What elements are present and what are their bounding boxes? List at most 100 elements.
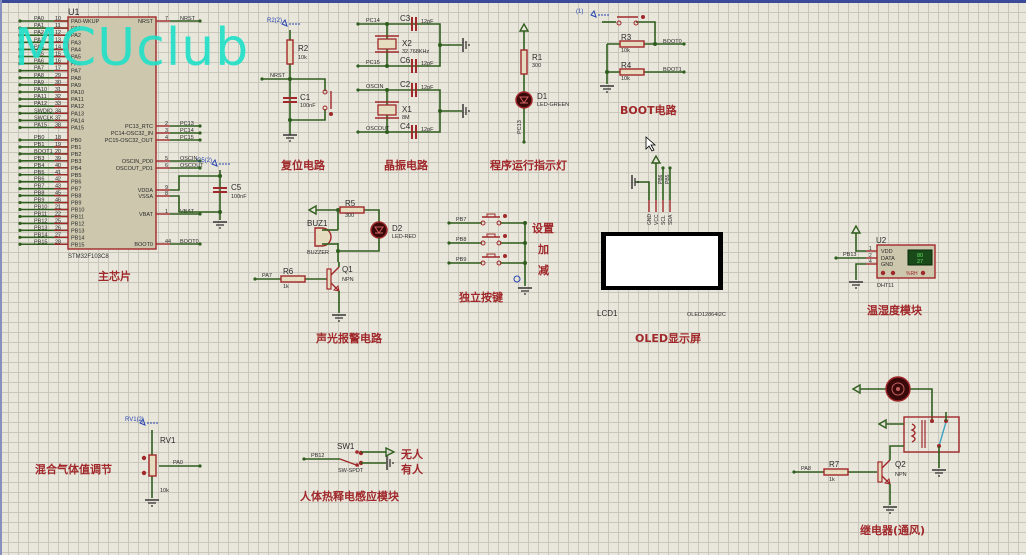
d1-led[interactable] <box>515 91 533 109</box>
crystal-x1[interactable] <box>375 101 399 119</box>
sw1-contact <box>355 450 359 454</box>
reset-title: 复位电路 <box>281 159 325 172</box>
q2-transistor[interactable] <box>877 459 891 485</box>
reset-button[interactable] <box>322 89 333 116</box>
d2-return-wire[interactable] <box>338 238 380 252</box>
mcu-pin-name: OSCOUT_PD1 <box>116 166 153 172</box>
r3-resistor[interactable] <box>619 40 645 48</box>
junction-dot <box>218 210 222 214</box>
junction-dot <box>336 208 340 212</box>
cap-c6[interactable] <box>411 59 417 73</box>
r1-resistor[interactable] <box>520 49 528 75</box>
mcu-net-label: SWCLK <box>34 115 54 121</box>
oled-pin-label: GND <box>647 214 653 226</box>
c5-capacitor[interactable] <box>213 187 227 193</box>
vssa-wire[interactable] <box>170 195 220 213</box>
r5-resistor[interactable] <box>339 206 365 214</box>
r2-resistor[interactable] <box>286 39 294 65</box>
mcu-pin-number: 39 <box>55 156 61 162</box>
junction-dot <box>385 88 389 92</box>
pir-option-none: 无人 <box>401 448 423 461</box>
key-button-pb7[interactable] <box>480 213 507 226</box>
cap-c3[interactable] <box>411 17 417 31</box>
pin-terminal <box>198 124 202 128</box>
mouse-cursor-icon <box>645 136 657 152</box>
dht-temperature-readout: 27 <box>917 259 923 265</box>
r4-resistor[interactable] <box>619 68 645 76</box>
q1-ref: Q1 <box>342 265 353 274</box>
mcu-net-label: PA0 <box>34 16 44 22</box>
dht-pin-number: 2 <box>869 253 872 259</box>
boot-probe-icon[interactable]: (1) <box>576 9 610 18</box>
npn-arrow <box>883 477 891 485</box>
mcu-net-label: PA1 <box>34 23 44 29</box>
c5-probe-icon[interactable]: C5(2) <box>197 158 231 167</box>
r6-resistor[interactable] <box>280 275 306 283</box>
cap-c2[interactable] <box>411 83 417 97</box>
crystal-net: OSCOUT <box>366 126 390 132</box>
q1-transistor[interactable] <box>326 266 340 292</box>
nrst-label: NRST <box>270 73 286 79</box>
key-button-pb8[interactable] <box>480 233 507 246</box>
nrst-wire[interactable] <box>262 78 326 91</box>
fan-motor-icon[interactable] <box>885 376 911 402</box>
dht-vdd-wire[interactable] <box>855 233 866 252</box>
pin-terminal <box>18 152 22 156</box>
r7-ref: R7 <box>829 460 840 469</box>
mcu-pin-name: VDDA <box>138 188 154 194</box>
oled-screen[interactable] <box>606 236 718 286</box>
npn-emitter <box>881 475 891 485</box>
r2-probe-icon[interactable]: R2(2) <box>267 18 301 27</box>
relay-switch-arm[interactable] <box>938 421 947 447</box>
r7-resistor[interactable] <box>823 468 849 476</box>
mcu-pin-name: PA4 <box>71 47 81 53</box>
dht-gnd-wire[interactable] <box>855 263 866 280</box>
ground-icon <box>518 287 532 295</box>
rv1-probe-icon[interactable]: RV1(2) <box>125 417 159 426</box>
cap-c4[interactable] <box>411 125 417 139</box>
rv1-potentiometer[interactable] <box>148 454 157 477</box>
crystal-x2[interactable] <box>375 35 399 53</box>
key-button-pb9[interactable] <box>480 253 507 266</box>
reset-button-wire[interactable] <box>290 109 326 121</box>
pin-terminal <box>18 242 22 246</box>
relay-coil-return[interactable] <box>889 445 904 458</box>
r5-ref: R5 <box>345 199 356 208</box>
mcu-pin-name: PB1 <box>71 145 81 151</box>
buzzer-icon[interactable] <box>314 227 332 247</box>
crystal-circuit[interactable]: C3C612pF12pFPC14PC15X232.768KHzC2C412pF1… <box>356 14 470 139</box>
pin-terminal <box>18 83 22 87</box>
c1-capacitor[interactable] <box>283 97 297 103</box>
pa7-label: PA7 <box>262 273 272 279</box>
probe-arrow <box>281 18 288 27</box>
vdda-wire[interactable] <box>170 175 220 191</box>
mcu-pin-name: PA12 <box>71 104 84 110</box>
pin-terminal <box>198 138 202 142</box>
probe-label: C5(2) <box>197 158 212 164</box>
mcu-body[interactable] <box>67 16 157 250</box>
c5-value: 100nF <box>231 194 247 200</box>
mcu-pin-name: VSSA <box>138 194 153 200</box>
oled-gnd-wire[interactable] <box>635 181 650 200</box>
sheet-left-border <box>0 0 2 555</box>
d2-led[interactable] <box>370 221 388 239</box>
pin-terminal <box>198 19 202 23</box>
boot-wire[interactable] <box>636 21 656 44</box>
relay-body[interactable] <box>903 416 960 453</box>
fan-wire[interactable] <box>908 388 933 421</box>
boot-button[interactable] <box>616 15 645 26</box>
mcu-net-label: OSCOUT <box>180 163 204 169</box>
